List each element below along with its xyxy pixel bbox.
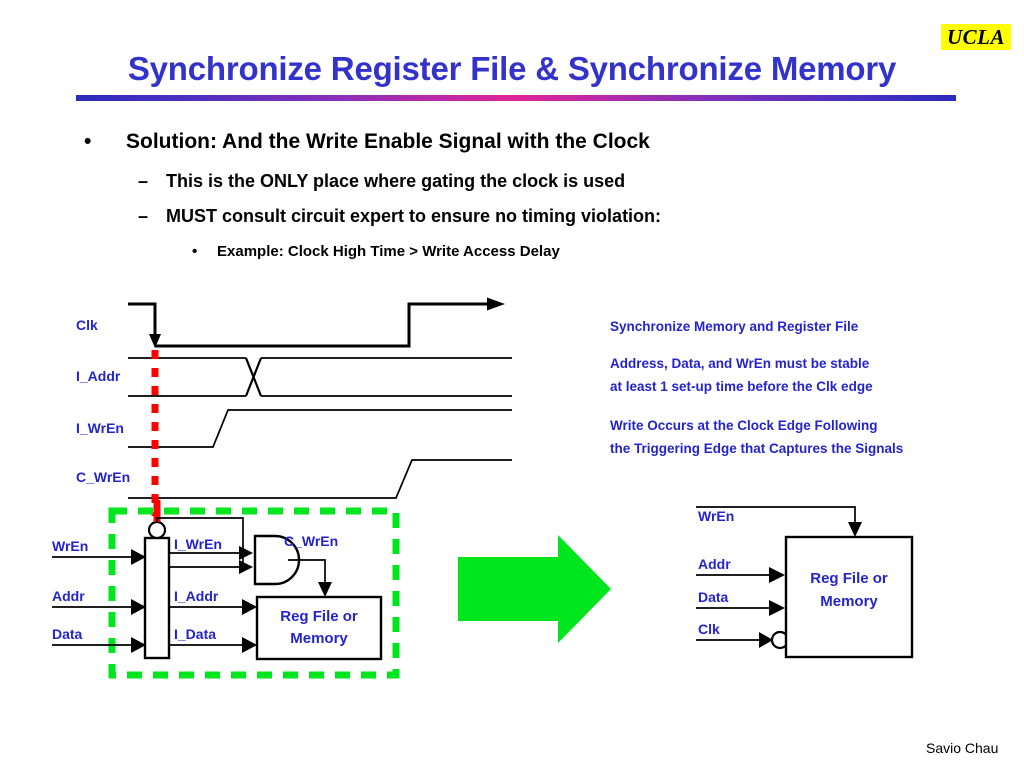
bullet-marker: • [192,243,198,260]
bullet-level2-b: –MUST consult circuit expert to ensure n… [138,206,661,227]
timing-label-i-addr: I_Addr [76,368,121,384]
c-wren-arrowhead [318,582,332,597]
bullet-level1: • Solution: And the Write Enable Signal w… [84,130,650,154]
note-1-line-1: Synchronize Memory and Register File [610,319,859,334]
left-memory-block-label-line1: Reg File or [280,608,358,625]
right-input-label-wren: WrEn [698,508,734,524]
transform-arrow [458,535,611,643]
bullet-text: Solution: And the Write Enable Signal wi… [126,130,650,153]
footer-author: Savio Chau [926,740,999,756]
timing-label-clk: Clk [76,317,98,333]
green-right-arrow-icon [458,535,611,643]
waveform-i-addr [128,357,512,397]
timing-notes: Synchronize Memory and Register File Add… [610,319,903,456]
note-2-line-1: Address, Data, and WrEn must be stable [610,356,870,371]
bullet-text: MUST consult circuit expert to ensure no… [166,206,662,226]
note-3-line-2: the Triggering Edge that Captures the Si… [610,441,903,456]
bullet-marker: – [138,206,149,226]
right-circuit-diagram: WrEn Addr Data Clk Reg File or Memory [696,506,914,659]
right-wire-wren [696,506,856,524]
right-clk-arrowhead [759,632,773,648]
waveform-clk [128,297,505,348]
bullet-text: This is the ONLY place where gating the … [166,171,626,191]
left-internal-label-i-addr: I_Addr [174,588,219,604]
left-memory-block [255,595,383,661]
added-logic-highlight-box [108,507,400,679]
mem-addr-arrowhead [242,599,257,615]
timing-diagram: Clk I_Addr I_WrEn C_WrEn [76,297,512,516]
left-memory-block-label-line2: Memory [290,630,348,647]
and-gate-icon [253,534,301,586]
left-input-label-data: Data [52,626,83,642]
clock-line-arrow [487,297,505,311]
timing-label-i-wren: I_WrEn [76,420,124,436]
left-input-label-wren: WrEn [52,538,88,554]
left-wren-arrowhead [131,549,146,565]
bullet-level3: • Example: Clock High Time > Write Access… [192,243,560,260]
right-memory-block-label-line2: Memory [820,593,878,610]
note-2-line-2: at least 1 set-up time before the Clk ed… [610,379,873,394]
left-gate-output-label: C_WrEn [284,533,338,549]
and-input-2-arrowhead [239,560,253,574]
mem-data-arrowhead [242,637,257,653]
left-input-label-addr: Addr [52,588,85,604]
bullet-text: Example: Clock High Time > Write Access … [217,243,560,260]
right-input-label-clk: Clk [698,621,720,637]
left-internal-label-i-data: I_Data [174,626,216,642]
bullet-marker: • [84,130,92,153]
ucla-logo: UCLA [941,24,1011,50]
clock-falling-edge-arrow [149,334,161,348]
left-wire-c-wren [288,559,326,584]
bullet-marker: – [138,171,149,191]
note-3-line-1: Write Occurs at the Clock Edge Following [610,418,878,433]
and-input-1-arrowhead [239,546,253,560]
right-input-label-addr: Addr [698,556,731,572]
right-addr-arrowhead [769,567,785,583]
left-internal-label-i-wren: I_WrEn [174,536,222,552]
waveform-c-wren [128,459,512,499]
bullet-level2-a: –This is the ONLY place where gating the… [138,171,625,192]
page-title: Synchronize Register File & Synchronize … [127,50,897,87]
right-input-label-data: Data [698,589,729,605]
right-memory-block [784,535,914,659]
timing-label-c-wren: C_WrEn [76,469,130,485]
left-data-arrowhead [131,637,146,653]
left-circuit-diagram: WrEn Addr Data I_WrEn I_Addr I_Data [52,500,400,679]
right-data-arrowhead [769,600,785,616]
input-register-block [143,536,171,660]
waveform-i-wren [128,409,512,448]
title-underline-rule [76,95,956,101]
right-memory-block-label-line1: Reg File or [810,570,888,587]
right-wren-arrowhead [848,522,862,537]
register-clock-bubble-icon [147,520,167,540]
left-addr-arrowhead [131,599,146,615]
